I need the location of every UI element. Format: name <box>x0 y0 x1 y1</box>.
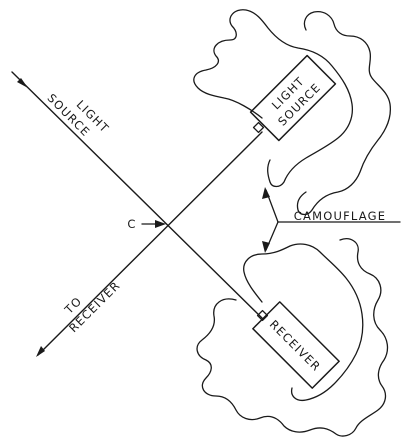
camouflage-pointer-arrow-up <box>262 187 270 199</box>
light-source-lens <box>252 121 265 134</box>
camouflage-label: CAMOUFLAGE <box>294 209 386 223</box>
camouflage-inner-lower <box>243 243 364 402</box>
to-receiver-label: TO RECEIVER <box>61 278 123 335</box>
receiver-beam-arrowhead <box>36 346 45 357</box>
receiver-lens <box>256 309 269 322</box>
camouflage-pointer-arrow-down <box>262 241 270 253</box>
camouflage-inner-upper <box>193 9 354 188</box>
incoming-light-beam <box>11 71 263 319</box>
incoming-beam-arrowhead <box>17 78 28 88</box>
crossing-point-label: C <box>127 217 136 231</box>
camouflage-outer-upper <box>296 10 392 216</box>
outgoing-beam-to-receiver <box>37 131 263 356</box>
receiver-unit: RECEIVER <box>252 301 340 389</box>
receiver-box-label: RECEIVER <box>267 317 324 374</box>
camouflage-outer-lower <box>196 238 389 437</box>
c-pointer-arrowhead <box>155 220 166 228</box>
